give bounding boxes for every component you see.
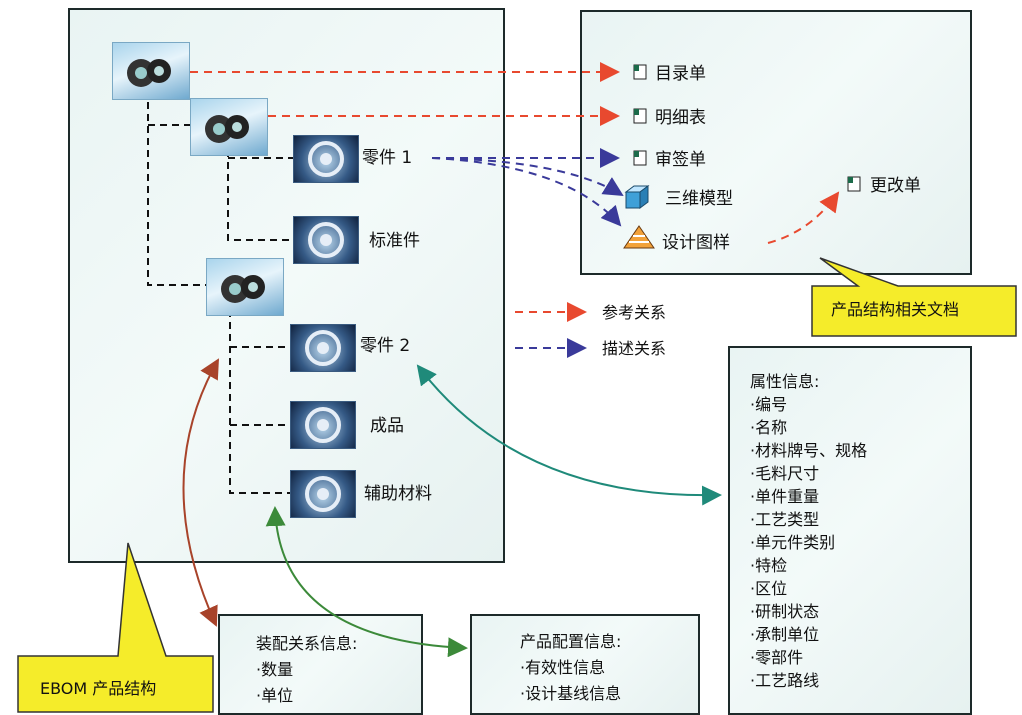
doc-detail-label: 明细表 <box>655 108 706 128</box>
finished-part-label: 成品 <box>370 416 404 436</box>
docs-callout-text: 产品结构相关文档 <box>831 300 960 319</box>
doc-catalog-label: 目录单 <box>655 64 706 84</box>
auxiliary-material-label: 辅助材料 <box>364 484 432 504</box>
bearing-icon <box>205 115 249 143</box>
attribute-item: ·区位 <box>750 579 788 598</box>
assembly-item: ·数量 <box>256 660 294 679</box>
attribute-item: ·编号 <box>750 395 788 414</box>
part1-label: 零件 1 <box>362 148 413 168</box>
assembly-info-list: 装配关系信息: ·数量 ·单位 <box>218 614 423 715</box>
gear-icon <box>305 476 341 512</box>
assembly-root-thumbnail <box>112 42 190 100</box>
assembly-item: ·单位 <box>256 686 294 705</box>
gear-icon <box>308 222 344 258</box>
attribute-item: ·承制单位 <box>750 625 820 644</box>
bearing-icon <box>221 275 265 303</box>
attribute-item: ·工艺类型 <box>750 510 820 529</box>
document-icon <box>633 108 647 124</box>
gear-icon <box>305 330 341 366</box>
config-item: ·有效性信息 <box>520 658 606 677</box>
bearing-icon <box>127 59 171 87</box>
assembly-title: 装配关系信息: <box>256 634 358 653</box>
doc-change-label: 更改单 <box>870 176 921 196</box>
gear-icon <box>305 407 341 443</box>
standard-part-thumbnail <box>293 216 359 264</box>
config-info-list: 产品配置信息: ·有效性信息 ·设计基线信息 <box>470 614 700 715</box>
cube-icon <box>624 185 650 209</box>
part2-label: 零件 2 <box>360 336 411 356</box>
attribute-item: ·单件重量 <box>750 487 820 506</box>
document-icon <box>633 150 647 166</box>
legend-reference-label: 参考关系 <box>602 303 667 322</box>
gear-icon <box>308 141 344 177</box>
doc-drawing-label: 设计图样 <box>662 233 730 253</box>
config-title: 产品配置信息: <box>520 632 622 651</box>
document-icon <box>633 64 647 80</box>
attribute-item: ·研制状态 <box>750 602 820 621</box>
attribute-title: 属性信息: <box>750 372 820 391</box>
ebom-callout-text: EBOM 产品结构 <box>40 679 157 698</box>
attribute-item: ·毛料尺寸 <box>750 464 820 483</box>
attribute-item: ·单元件类别 <box>750 533 836 552</box>
auxiliary-material-thumbnail <box>290 470 356 518</box>
assembly-sub2-thumbnail <box>206 258 284 316</box>
legend-description-label: 描述关系 <box>602 339 667 358</box>
finished-part-thumbnail <box>290 401 356 449</box>
config-info-panel <box>470 614 700 715</box>
part1-thumbnail <box>293 135 359 183</box>
doc-signoff-label: 审签单 <box>655 150 706 170</box>
attribute-item: ·特检 <box>750 556 788 575</box>
attribute-item: ·名称 <box>750 418 788 437</box>
attribute-info-panel <box>728 346 972 715</box>
standard-part-label: 标准件 <box>369 231 420 251</box>
attribute-list: 属性信息: ·编号 ·名称 ·材料牌号、规格 ·毛料尺寸 ·单件重量 ·工艺类型… <box>728 346 972 715</box>
attribute-item: ·工艺路线 <box>750 671 820 690</box>
assembly-sub1-thumbnail <box>190 98 268 156</box>
config-item: ·设计基线信息 <box>520 684 622 703</box>
attribute-item: ·材料牌号、规格 <box>750 441 868 460</box>
doc-3d-model-label: 三维模型 <box>665 189 733 209</box>
attribute-item: ·零部件 <box>750 648 804 667</box>
drawing-pyramid-icon <box>623 225 655 249</box>
document-icon <box>847 176 861 192</box>
part2-thumbnail <box>290 324 356 372</box>
